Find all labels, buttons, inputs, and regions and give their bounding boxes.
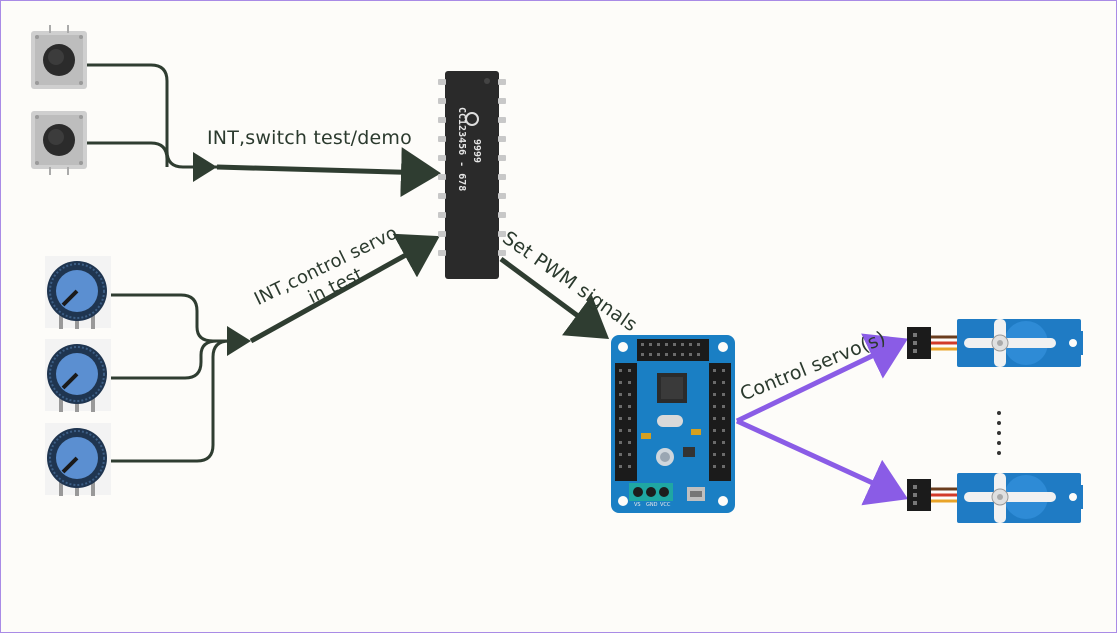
board-pin-label-vcc: VCC [660,502,671,508]
servo-motor-icon [907,473,1083,523]
servo-motor-icon [907,319,1083,367]
push-button-icon [31,111,87,175]
potentiometer-icon [45,256,111,329]
servo-arrow-top [735,333,909,424]
pwm-arrow [499,256,610,339]
chip-label-line2: CC123456 - 678 [456,107,467,192]
switch-arrow-label: INT,switch test/demo [207,127,412,149]
servo-arrow-bottom [735,418,909,506]
switch-arrow [216,147,441,198]
microcontroller-icon [438,71,506,279]
potentiometer-icon [45,423,111,496]
chip-label-line1: 9999 [471,139,482,164]
board-pin-label-vs: VS [634,502,641,508]
board-pin-label-gnd: GND [646,502,658,508]
servo-driver-board-icon [611,335,735,513]
push-button-icon [31,25,87,89]
potentiometer-icon [45,339,111,412]
pot-arrow [249,233,440,344]
ellipsis-icon [997,411,1001,455]
